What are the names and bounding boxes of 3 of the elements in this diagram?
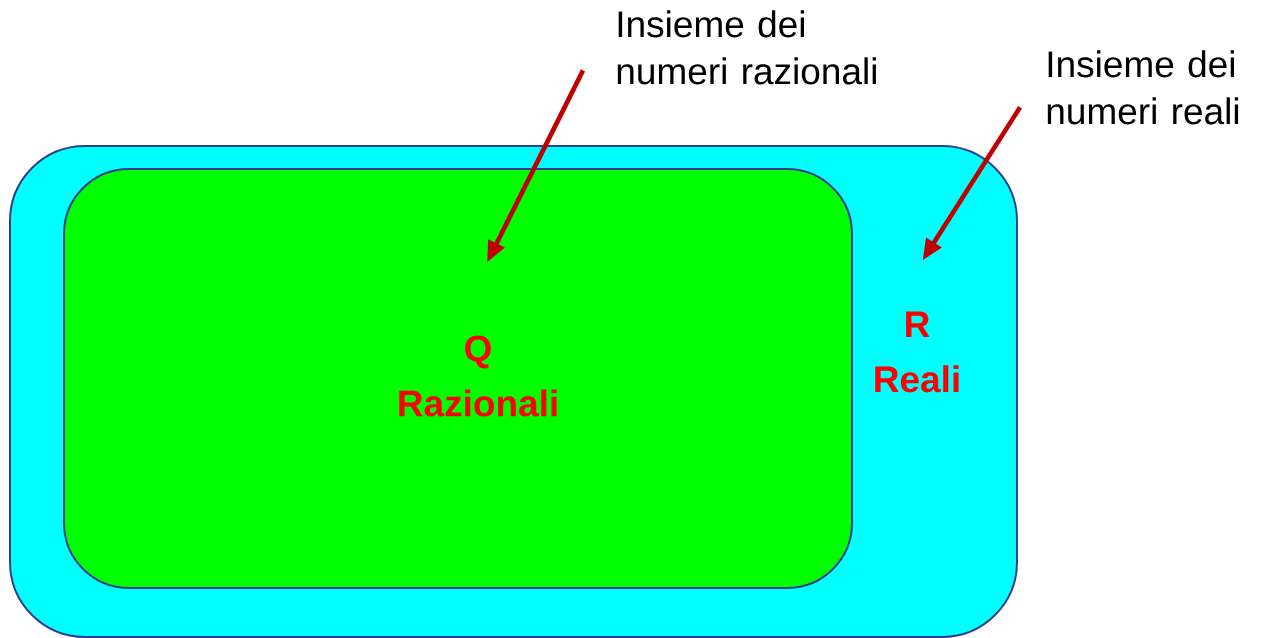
- inner-set-box: Q Razionali: [63, 168, 853, 589]
- callout-text: Insieme dei numeri razionali: [617, 10, 876, 85]
- callout-text: Insieme dei numeri reali: [1047, 50, 1239, 125]
